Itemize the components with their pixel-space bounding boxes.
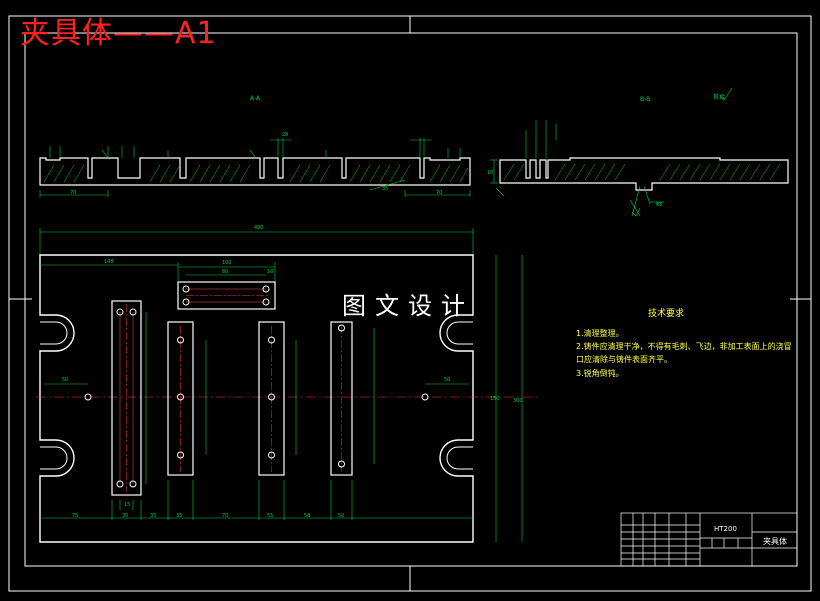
dim-bottom-50: 50: [338, 513, 344, 519]
dim-bottom-35a: 35: [150, 513, 156, 519]
section-bb-label: B-B: [640, 96, 650, 103]
dim-bottom-15: 15: [124, 502, 130, 508]
tech-line-4: 3.锐角倒钝。: [576, 369, 624, 378]
holes: [84, 285, 429, 488]
dim-right-offset: 50: [444, 377, 450, 383]
dim-bottom-30: 30: [122, 513, 128, 519]
centering-marks: [9, 16, 811, 591]
dim-sec-28: 28: [282, 132, 288, 138]
section-aa-label: A-A: [250, 95, 261, 102]
dim-height-mid: 150: [490, 396, 500, 402]
tech-line-2: 2.铸件应清理干净，不得有毛刺、飞边，非加工表面上的浇冒: [576, 342, 792, 351]
section-b-b: B-B 其余 10 R5: [487, 87, 789, 217]
dim-bottom-35b: 35: [176, 513, 182, 519]
strip-c: [258, 321, 285, 476]
roughness-note: 其余: [713, 93, 725, 101]
material-label: HT200: [714, 525, 737, 533]
tech-line-1: 1.清理整理。: [576, 329, 624, 338]
strip-b: [167, 321, 194, 476]
dim-overall-length: 490: [254, 225, 264, 231]
tech-title: 技术要求: [648, 309, 685, 319]
dim-bottom-75: 75: [72, 513, 78, 519]
dim-sec-r: R5: [656, 202, 663, 208]
drawing-title: 夹具体——A1: [20, 16, 217, 51]
dim-sec-70b: 70: [436, 190, 442, 196]
dim-sec-70a: 70: [70, 190, 76, 196]
section-a-a: A-A 70 70 35 28: [39, 95, 471, 197]
dim-slot-inner: 80: [222, 269, 228, 275]
slot-plate: [177, 281, 276, 310]
dim-height-total: 300: [513, 398, 523, 404]
dim-left-offset: 50: [62, 377, 68, 383]
dim-slot-end: 10: [267, 269, 273, 275]
dim-bottom-70: 70: [222, 513, 228, 519]
dim-sec-35: 35: [382, 186, 388, 192]
strip-d: [330, 321, 353, 476]
dim-slot-outer: 100: [222, 260, 232, 266]
strip-a: [111, 300, 142, 496]
title-block: [620, 512, 798, 567]
part-name: 夹具体: [763, 536, 787, 546]
plan-view: 490 148 100 80 10 50 50 300 150 75 15 30…: [36, 225, 540, 543]
dim-top-left: 148: [104, 259, 114, 265]
dim-bottom-58: 58: [304, 513, 310, 519]
tech-line-3: 口应清除与铸件表面齐平。: [576, 355, 672, 364]
dim-sec-h: 10: [487, 170, 493, 176]
dim-bottom-55: 55: [267, 513, 273, 519]
watermark-text: 图文设计: [342, 292, 474, 320]
